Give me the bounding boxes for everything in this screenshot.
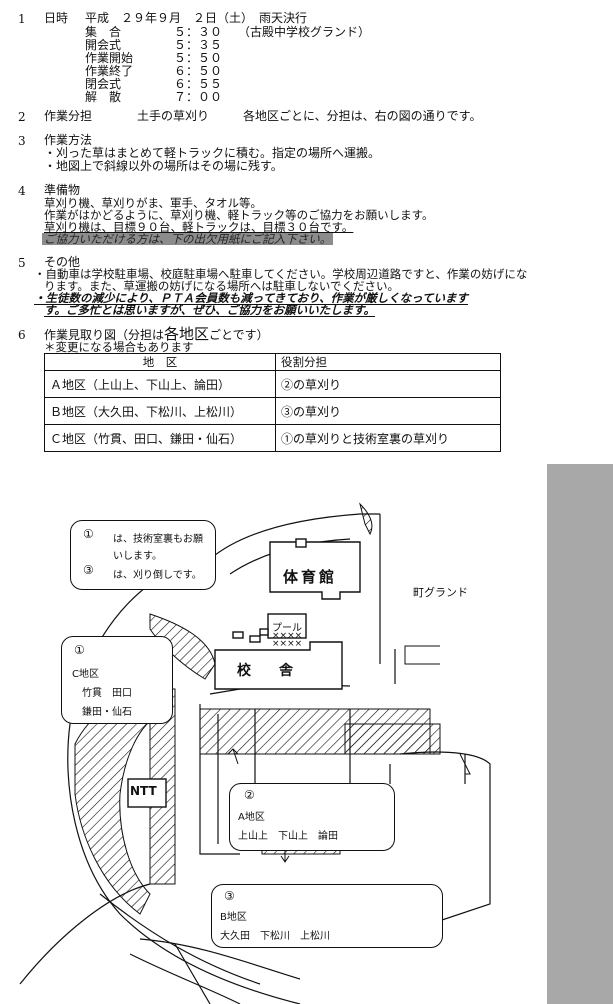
task-name: 土手の草刈り bbox=[137, 109, 210, 123]
area-villages: 鎌田・仙石 bbox=[82, 707, 132, 718]
area-name: B地区 bbox=[220, 912, 247, 923]
legend-text: は、技術室裏もお願 bbox=[113, 534, 203, 545]
map-title-emphasis: 各地区 bbox=[164, 325, 210, 343]
pool-label: プール bbox=[272, 623, 302, 634]
supplies-target: 草刈り機は、目標９０台、軽トラックは、目標３０台です。 bbox=[44, 220, 354, 234]
legend-symbol: ③ bbox=[83, 563, 94, 577]
table-cell: ③の草刈り bbox=[275, 397, 501, 425]
area-c-box: ① C地区 竹貫 田口 鎌田・仙石 bbox=[61, 636, 173, 724]
gym-label: 体育館 bbox=[283, 568, 338, 586]
area-villages: 竹貫 田口 bbox=[82, 688, 132, 699]
area-villages: 上山上 下山上 論田 bbox=[238, 831, 338, 842]
school-building-label: 校 舎 bbox=[237, 663, 293, 679]
table-cell: ①の草刈りと技術室裏の草刈り bbox=[275, 424, 501, 452]
supplies-line: 草刈り機、草刈りがま、軍手、タオル等。 bbox=[44, 196, 263, 210]
crosses-mark: ×××× bbox=[272, 639, 303, 649]
schedule-time: ５：３５ bbox=[174, 38, 223, 52]
section-title: 作業分担 bbox=[44, 109, 93, 123]
table-cell: ②の草刈り bbox=[275, 370, 501, 398]
schedule-label: 作業終了 bbox=[85, 64, 134, 78]
scan-margin-bar bbox=[547, 464, 613, 1004]
table-row: Ｃ地区（竹貫、田口、鎌田・仙石） ①の草刈りと技術室裏の草刈り bbox=[44, 424, 501, 452]
map-note: ＊変更になる場合もあります bbox=[44, 340, 194, 354]
area-a-box: ② A地区 上山上 下山上 論田 bbox=[229, 783, 395, 851]
section-title: 作業見取り図（分担は各地区ごとです） bbox=[44, 325, 269, 343]
supplies-signup-note: ご協力いただける方は、下の出欠用紙にご記入下さい。 bbox=[42, 232, 334, 246]
date-label: 日時 bbox=[44, 11, 69, 25]
table-cell: Ｃ地区（竹貫、田口、鎌田・仙石） bbox=[44, 424, 276, 452]
notes-line: ります。また、草運搬の妨げになる場所へは駐車しないでください。 bbox=[44, 279, 400, 293]
section-number: 1 bbox=[18, 12, 26, 26]
schedule-label: 開会式 bbox=[85, 38, 122, 52]
ntt-label: NTT bbox=[130, 784, 157, 798]
crosses-mark: ×××× bbox=[272, 631, 303, 641]
schedule-time: ６：５０ bbox=[174, 64, 223, 78]
schedule-time: ７：００ bbox=[174, 90, 223, 104]
table-header: 役割分担 bbox=[275, 353, 501, 371]
area-name: C地区 bbox=[72, 669, 99, 680]
map-legend: ① は、技術室裏もお願 いします。 ③ は、刈り倒しです。 bbox=[70, 520, 216, 590]
area-number: ① bbox=[74, 643, 85, 657]
schedule-label: 作業開始 bbox=[85, 51, 134, 65]
schedule-time: ５：３０ bbox=[174, 25, 223, 39]
legend-text: は、刈り倒しです。 bbox=[113, 570, 202, 581]
area-number: ② bbox=[244, 788, 255, 802]
section-number: 3 bbox=[18, 134, 26, 148]
event-date: 平成 ２９年９月 ２日（土） 雨天決行 bbox=[85, 11, 308, 25]
section-number: 4 bbox=[18, 184, 26, 198]
schedule-note: （古殿中学校グランド） bbox=[238, 25, 371, 39]
table-header: 地 区 bbox=[44, 353, 276, 371]
schedule-label: 集 合 bbox=[85, 25, 122, 39]
schedule-label: 閉会式 bbox=[85, 77, 122, 91]
table-row: Ｂ地区（大久田、下松川、上松川） ③の草刈り bbox=[44, 397, 501, 425]
section-number: 6 bbox=[18, 328, 26, 342]
area-number: ③ bbox=[224, 889, 235, 903]
legend-symbol: ① bbox=[83, 527, 94, 541]
section-title: その他 bbox=[44, 255, 81, 269]
schedule-time: ６：５５ bbox=[174, 77, 223, 91]
method-line: ・地図上で斜線以外の場所はその場に残す。 bbox=[44, 159, 283, 173]
section-number: 5 bbox=[18, 256, 26, 270]
table-cell: Ｂ地区（大久田、下松川、上松川） bbox=[44, 397, 276, 425]
schedule-label: 解 散 bbox=[85, 90, 122, 104]
area-name: A地区 bbox=[238, 812, 265, 823]
section-number: 2 bbox=[18, 110, 26, 124]
table-row: Ａ地区（上山上、下山上、論田） ②の草刈り bbox=[44, 370, 501, 398]
table-cell: Ａ地区（上山上、下山上、論田） bbox=[44, 370, 276, 398]
town-ground-label: 町グランド bbox=[413, 586, 468, 599]
table-header-row: 地 区 役割分担 bbox=[44, 353, 501, 371]
map-title: 作業見取り図（分担は bbox=[44, 328, 165, 342]
notes-emphasis: す。ご多忙とは思いますが、ぜひ、ご協力をお願いいたします。 bbox=[44, 303, 375, 317]
notes-emphasis: ・生徒数の減少により、ＰＴＡ会員数も減ってきており、作業が厳しくなっています bbox=[34, 291, 469, 305]
method-line: ・刈った草はまとめて軽トラックに積む。指定の場所へ運搬。 bbox=[44, 146, 381, 160]
task-note: 各地区ごとに、分担は、右の図の通りです。 bbox=[243, 109, 482, 123]
area-villages: 大久田 下松川 上松川 bbox=[220, 931, 330, 942]
legend-text: いします。 bbox=[113, 551, 162, 562]
map-title-tail: ごとです） bbox=[209, 328, 269, 342]
schedule-time: ５：５０ bbox=[174, 51, 223, 65]
section-title: 作業方法 bbox=[44, 133, 93, 147]
supplies-line: 作業がはかどるように、草刈り機、軽トラック等のご協力をお願いします。 bbox=[44, 208, 434, 222]
assignment-table: 地 区 役割分担 Ａ地区（上山上、下山上、論田） ②の草刈り Ｂ地区（大久田、下… bbox=[44, 353, 501, 452]
area-b-box: ③ B地区 大久田 下松川 上松川 bbox=[211, 884, 443, 948]
section-title: 準備物 bbox=[44, 183, 81, 197]
notes-line: ・自動車は学校駐車場、校庭駐車場へ駐車してください。学校周辺道路ですと、作業の妨… bbox=[34, 267, 528, 281]
